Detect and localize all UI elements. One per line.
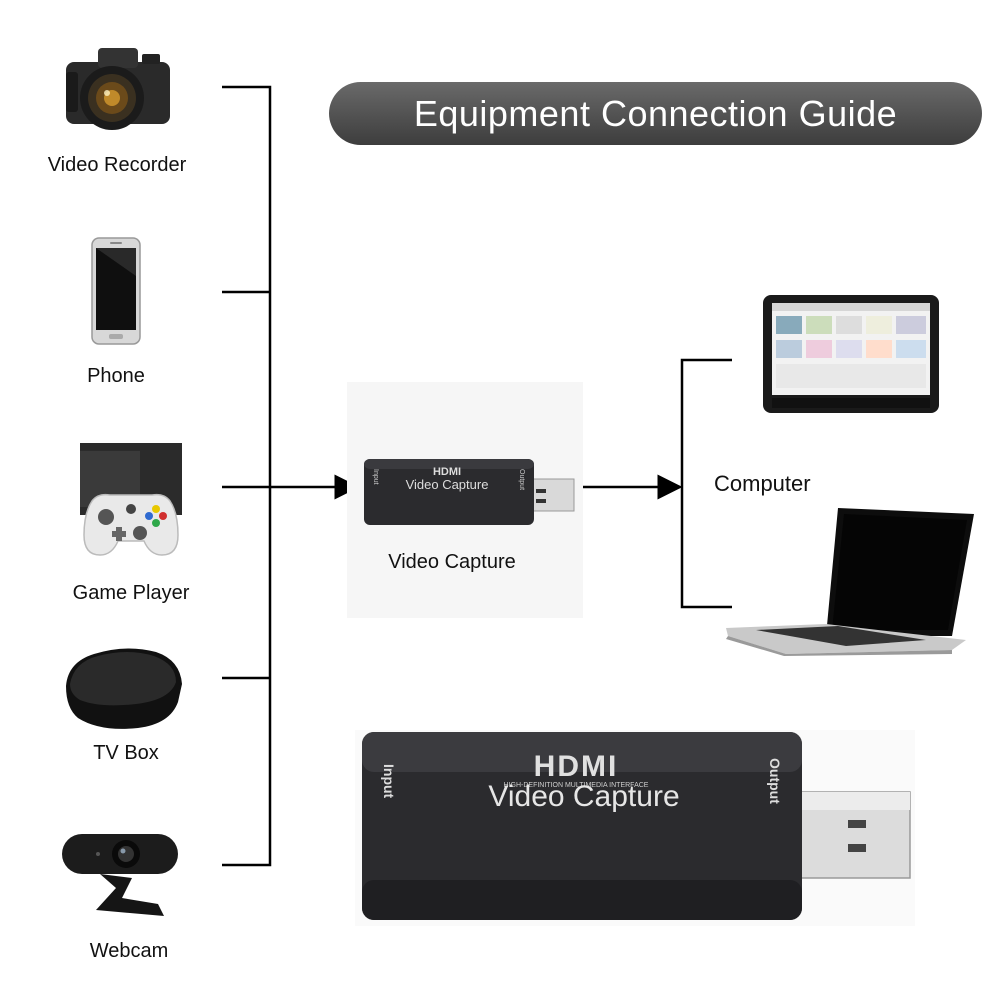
source-label-game-player: Game Player xyxy=(72,582,190,604)
computer-label: Computer xyxy=(714,471,811,496)
capture-large-output: Output xyxy=(767,758,783,804)
capture-small-text: Video Capture xyxy=(406,477,489,492)
capture-device-small-icon: HDMI Video Capture Input Output xyxy=(364,459,575,525)
capture-device-large-icon: HDMI HIGH-DEFINITION MULTIMEDIA INTERFAC… xyxy=(362,732,911,920)
source-label-tv-box: TV Box xyxy=(93,742,159,764)
tv-box-icon xyxy=(66,648,182,729)
computer-bracket xyxy=(680,358,732,609)
capture-large-logo: HDMI xyxy=(534,750,619,783)
source-label-webcam: Webcam xyxy=(89,940,169,962)
capture-small-input: Input xyxy=(372,469,379,485)
game-controller-icon xyxy=(80,443,182,556)
camera-icon xyxy=(66,48,170,130)
webcam-icon xyxy=(62,834,178,916)
tablet-icon xyxy=(763,295,939,413)
source-label-video-recorder: Video Recorder xyxy=(47,154,187,176)
phone-icon xyxy=(91,237,141,345)
capture-small-logo: HDMI xyxy=(433,466,461,478)
capture-label: Video Capture xyxy=(388,551,516,573)
capture-large-input: Input xyxy=(381,764,397,799)
title-banner: Equipment Connection Guide xyxy=(329,82,982,145)
source-bracket xyxy=(222,85,272,867)
laptop-icon xyxy=(726,508,974,656)
capture-large-text: Video Capture xyxy=(488,780,679,813)
source-label-phone: Phone xyxy=(87,365,145,387)
capture-large-subtitle: HIGH-DEFINITION MULTIMEDIA INTERFACE xyxy=(504,782,649,789)
capture-small-output: Output xyxy=(518,469,525,490)
